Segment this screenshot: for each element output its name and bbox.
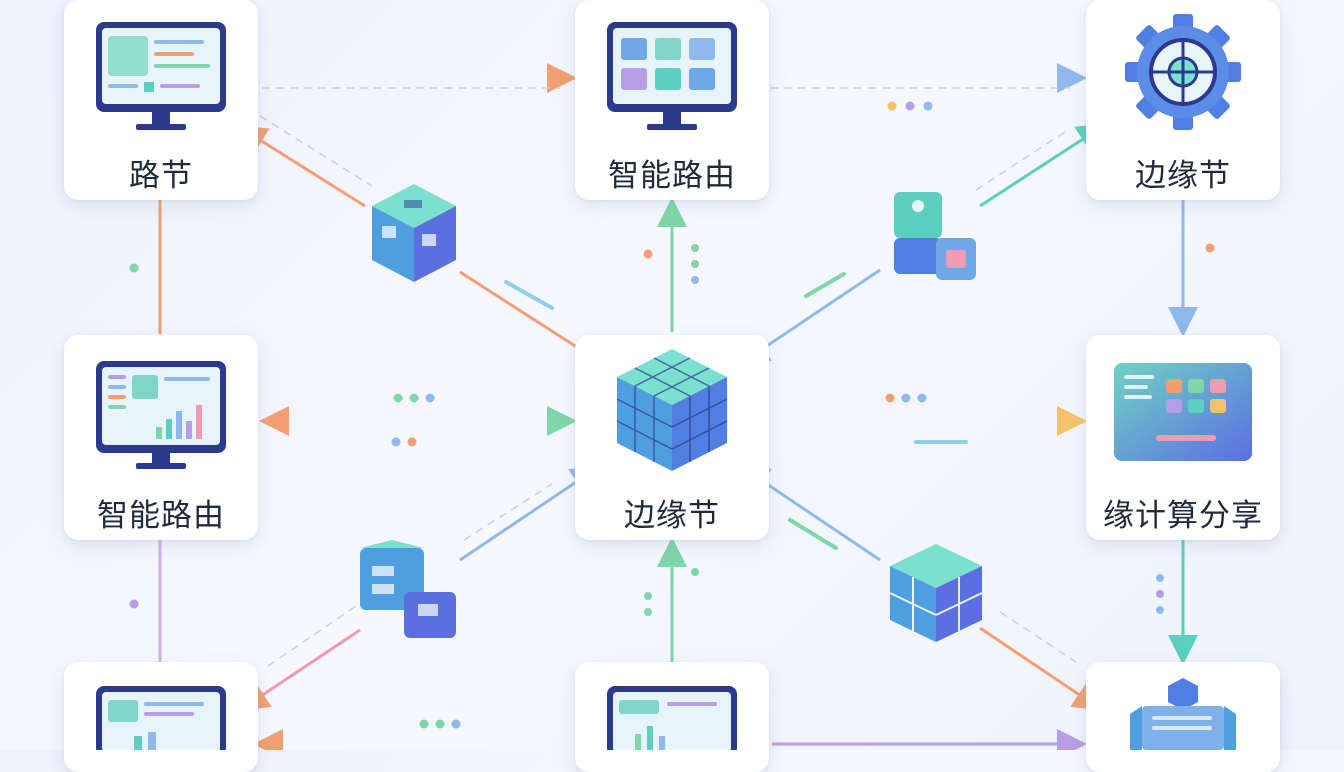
node-label: 路节 bbox=[129, 158, 193, 194]
edge-cube-to-bottom-right bbox=[979, 626, 1104, 712]
network-diagram: 路节 智能路由 bbox=[64, 0, 1280, 750]
monitor-icon bbox=[607, 686, 737, 750]
server-stack-icon bbox=[1130, 678, 1236, 750]
floating-blocks-icon bbox=[360, 540, 456, 638]
node-bottom-right[interactable] bbox=[1086, 662, 1280, 772]
node-top-center[interactable]: 智能路由 bbox=[575, 0, 769, 200]
node-bottom-center[interactable] bbox=[575, 662, 769, 772]
node-center[interactable]: 边缘节 bbox=[575, 335, 769, 540]
node-label: 智能路由 bbox=[97, 498, 225, 534]
node-mid-left[interactable]: 智能路由 bbox=[64, 335, 258, 540]
node-label: 智能路由 bbox=[608, 158, 736, 194]
gear-icon bbox=[1125, 14, 1241, 130]
floating-cube-icon bbox=[889, 544, 983, 642]
connector-layer bbox=[129, 63, 1215, 750]
floating-cube-icon bbox=[372, 184, 456, 282]
monitor-icon bbox=[607, 22, 737, 130]
node-top-right[interactable]: 边缘节 bbox=[1086, 0, 1280, 200]
edge-cube-to-bottom-left bbox=[238, 628, 361, 711]
edge-cube-to-top-left bbox=[236, 125, 366, 208]
node-label: 边缘节 bbox=[1135, 158, 1231, 194]
monitor-icon bbox=[96, 686, 226, 750]
node-label: 边缘节 bbox=[624, 498, 720, 534]
monitor-icon bbox=[96, 361, 226, 469]
dashboard-icon bbox=[1114, 363, 1252, 461]
node-label: 缘计算分享 bbox=[1103, 498, 1263, 534]
node-bottom-left[interactable] bbox=[64, 662, 258, 772]
edge-cube-to-top-right bbox=[979, 123, 1108, 208]
node-top-left[interactable]: 路节 bbox=[64, 0, 258, 200]
node-mid-right[interactable]: 缘计算分享 bbox=[1086, 335, 1280, 540]
floating-blocks-icon bbox=[894, 192, 976, 280]
edge-cube-to-center-lower-left bbox=[459, 464, 602, 562]
monitor-icon bbox=[96, 22, 226, 130]
cube-icon bbox=[616, 349, 728, 471]
